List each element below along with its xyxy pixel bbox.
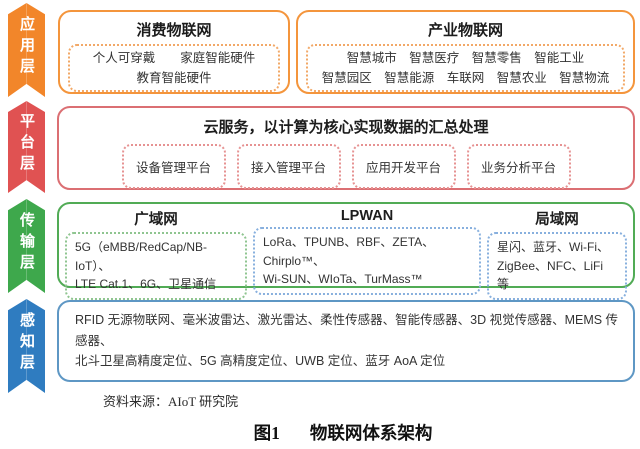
source-note: 资料来源：AIoT 研究院 (103, 394, 239, 409)
box-perception-technologies: RFID 无源物联网、毫米波雷达、激光雷达、柔性传感器、智能传感器、3D 视觉传… (57, 300, 635, 382)
ribbon-application-layer: 应用层 (8, 3, 45, 97)
ribbon-transport-label: 传输层 (18, 211, 35, 275)
industry-iot-line2: 智慧园区 智慧能源 车联网 智慧农业 智慧物流 (321, 71, 610, 85)
lpwan-title: LPWAN (340, 208, 394, 224)
box-consumer-iot: 消费物联网 个人可穿戴 家庭智能硬件 教育智能硬件 (58, 10, 290, 94)
industry-iot-line1: 智慧城市 智慧医疗 智慧零售 智能工业 (346, 51, 585, 65)
platform-item-device-mgmt: 设备管理平台 (121, 144, 226, 189)
section-lan: 局域网 星闪、蓝牙、Wi-Fi、 ZigBee、NFC、LiFi 等 (487, 208, 627, 300)
perception-line1: RFID 无源物联网、毫米波雷达、激光雷达、柔性传感器、智能传感器、3D 视觉传… (75, 313, 619, 348)
ribbon-platform-layer: 平台层 (8, 101, 45, 193)
consumer-iot-line1: 个人可穿戴 家庭智能硬件 (92, 51, 256, 65)
industry-iot-items: 智慧城市 智慧医疗 智慧零售 智能工业 智慧园区 智慧能源 车联网 智慧农业 智… (306, 44, 625, 92)
lpwan-line2: Wi-SUN、WIoTa、TurMass™ (263, 272, 423, 287)
section-wan: 广域网 5G（eMBB/RedCap/NB-IoT）、 LTE Cat.1、6G… (65, 208, 247, 300)
platform-item-biz-analysis: 业务分析平台 (466, 144, 571, 189)
platform-item-app-dev: 应用开发平台 (351, 144, 456, 189)
figure-title: 物联网体系架构 (309, 423, 433, 443)
lan-line2: ZigBee、NFC、LiFi 等 (497, 258, 604, 292)
lan-title: 局域网 (535, 212, 579, 228)
consumer-iot-title: 消费物联网 (136, 22, 212, 39)
figure-number: 图1 (253, 423, 280, 443)
box-industry-iot: 产业物联网 智慧城市 智慧医疗 智慧零售 智能工业 智慧园区 智慧能源 车联网 … (296, 10, 635, 94)
perception-line2: 北斗卫星高精度定位、5G 高精度定位、UWB 定位、蓝牙 AoA 定位 (75, 354, 446, 369)
platform-items: 设备管理平台 接入管理平台 应用开发平台 业务分析平台 (59, 144, 633, 189)
wan-line1: 5G（eMBB/RedCap/NB-IoT）、 (75, 240, 208, 273)
lan-technologies: 星闪、蓝牙、Wi-Fi、 ZigBee、NFC、LiFi 等 (487, 232, 627, 300)
section-lpwan: LPWAN LoRa、TPUNB、RBF、ZETA、Chirplo™、 Wi-S… (253, 208, 481, 295)
ribbon-perception-layer: 感知层 (8, 299, 45, 393)
wan-technologies: 5G（eMBB/RedCap/NB-IoT）、 LTE Cat.1、6G、卫星通… (65, 232, 247, 300)
wan-line2: LTE Cat.1、6G、卫星通信 (75, 277, 217, 292)
platform-item-access-mgmt: 接入管理平台 (236, 144, 341, 189)
ribbon-platform-label: 平台层 (18, 112, 35, 176)
lpwan-technologies: LoRa、TPUNB、RBF、ZETA、Chirplo™、 Wi-SUN、WIo… (253, 227, 481, 295)
industry-iot-title: 产业物联网 (427, 22, 503, 39)
cloud-platform-title: 云服务，以计算为核心实现数据的汇总处理 (203, 119, 489, 136)
consumer-iot-items: 个人可穿戴 家庭智能硬件 教育智能硬件 (68, 44, 280, 92)
wan-title: 广域网 (134, 212, 178, 228)
ribbon-perception-label: 感知层 (18, 311, 35, 375)
figure-caption: 图1 物联网体系架构 (0, 420, 640, 445)
ribbon-application-label: 应用层 (18, 15, 35, 79)
ribbon-transport-layer: 传输层 (8, 199, 45, 293)
box-transport-networks: 广域网 5G（eMBB/RedCap/NB-IoT）、 LTE Cat.1、6G… (57, 202, 635, 300)
lpwan-line1: LoRa、TPUNB、RBF、ZETA、Chirplo™、 (263, 235, 435, 268)
consumer-iot-line2: 教育智能硬件 (136, 71, 212, 85)
box-cloud-platform: 云服务，以计算为核心实现数据的汇总处理 设备管理平台 接入管理平台 应用开发平台… (57, 106, 635, 190)
lan-line1: 星闪、蓝牙、Wi-Fi、 (497, 240, 609, 254)
